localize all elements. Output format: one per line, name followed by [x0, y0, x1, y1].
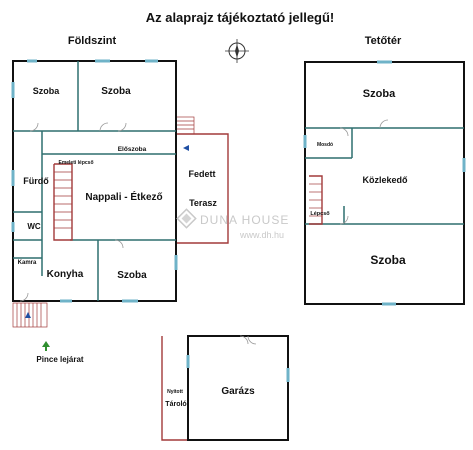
attic-plan: Szoba Mosdó Közlekedő Lépcső Szoba — [303, 60, 466, 306]
room-nappali-etkezo: Nappali - Étkező — [85, 190, 162, 203]
ground-floor-heading: Földszint — [68, 35, 117, 47]
cellar-steps — [12, 302, 48, 328]
room-szoba-top-right: Szoba — [101, 86, 131, 97]
attic-room-mosdo: Mosdó — [317, 142, 333, 148]
room-szoba-top-left: Szoba — [33, 86, 60, 96]
room-kamra: Kamra — [18, 260, 37, 266]
nyitott-label: Nyitott — [167, 389, 183, 395]
internal-staircase — [53, 163, 73, 241]
room-fedett: Fedett — [189, 169, 216, 179]
duna-house-watermark: DUNA HOUSE www.dh.hu — [176, 208, 289, 240]
attic-staircase — [309, 175, 323, 225]
outbuildings: Nyitott Tároló Garázs — [161, 335, 290, 441]
duna-house-logo-icon — [176, 208, 197, 229]
room-konyha: Konyha — [47, 269, 84, 280]
plan-title: Az alaprajz tájékoztató jellegű! — [146, 10, 335, 25]
cellar-arrow-stem — [45, 347, 47, 351]
tarolo-label: Tároló — [165, 401, 186, 408]
attic-room-lepcso: Lépcső — [310, 211, 330, 217]
room-wc: WC — [27, 222, 41, 231]
entrance-arrow-icon — [183, 145, 189, 151]
ground-floor-plan: Szoba Szoba Előszoba Emeleti lépcső Fürd… — [11, 59, 229, 364]
terrace-steps — [175, 116, 195, 135]
attic-room-szoba-top: Szoba — [363, 88, 396, 100]
room-eloszoba: Előszoba — [118, 146, 147, 153]
attic-room-kozlekedo: Közlekedő — [362, 175, 408, 185]
watermark-url: www.dh.hu — [239, 230, 284, 240]
room-furdo: Fürdő — [23, 176, 49, 186]
compass-icon — [225, 39, 249, 63]
pince-lejarat-label: Pince lejárat — [36, 355, 83, 364]
room-emeleti-lepcso: Emeleti lépcső — [58, 160, 93, 166]
room-szoba-bottom-right: Szoba — [117, 270, 147, 281]
room-terasz: Terasz — [189, 198, 217, 208]
cellar-arrow-icon — [42, 341, 50, 347]
attic-room-szoba-bottom: Szoba — [370, 253, 406, 267]
cellar-entry-marker-icon — [25, 312, 31, 318]
attic-heading: Tetőtér — [365, 35, 402, 47]
garazs-label: Garázs — [221, 386, 255, 397]
watermark-brand: DUNA HOUSE — [200, 213, 289, 227]
